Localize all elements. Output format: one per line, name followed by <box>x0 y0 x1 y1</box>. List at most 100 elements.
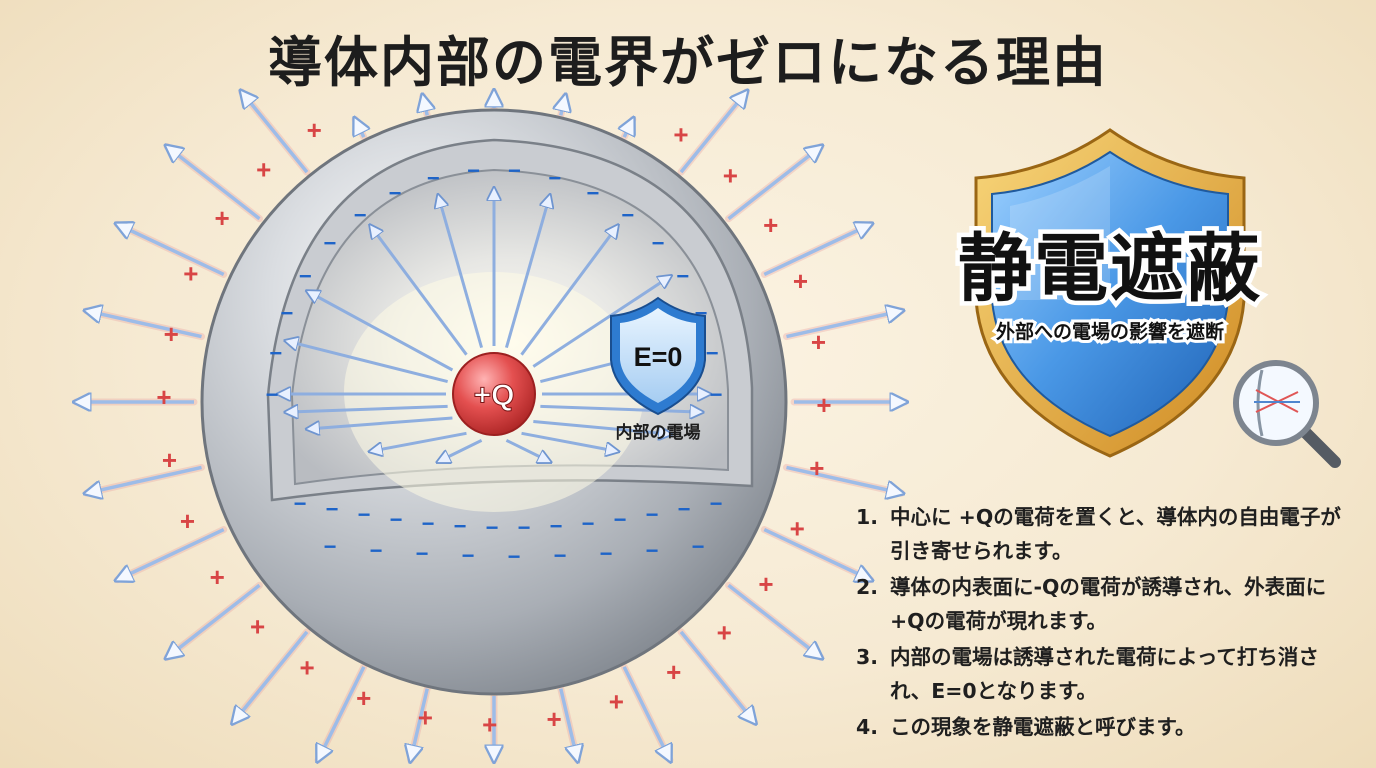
negative-charge-sign: − <box>614 507 627 532</box>
internal-field-arrow <box>533 420 670 435</box>
internal-field-arrow <box>438 196 484 349</box>
step-text: 導体の内表面に-Qの電荷が誘導され、外表面に+Qの電荷が現れます。 <box>890 575 1327 633</box>
positive-charge-sign: + <box>156 382 171 412</box>
external-field-arrow <box>423 96 427 116</box>
positive-charge-sign: + <box>673 119 688 149</box>
external-field-arrow <box>679 92 746 174</box>
negative-charge-sign: − <box>710 382 723 407</box>
negative-charge-sign: − <box>370 538 383 563</box>
internal-field-arrow <box>308 416 453 429</box>
negative-charge-sign: − <box>324 230 337 255</box>
negative-charge-sign: − <box>416 541 429 566</box>
external-field-arrow <box>786 311 901 339</box>
inner-surface-charges: −−−−−−−−−−−−−−−−−−−−−−−−−−−−−−−−−−−−−−−−… <box>266 158 723 569</box>
positive-charge-sign: + <box>180 506 195 536</box>
internal-field-arrow <box>286 406 448 412</box>
inner-shield-badge: E=0 内部の電場 <box>610 296 706 443</box>
positive-charge-sign: + <box>418 702 433 732</box>
internal-field-arrow <box>504 196 549 349</box>
central-charge-label: +Q <box>474 379 515 412</box>
negative-charge-sign: − <box>548 166 561 191</box>
step-text: 内部の電場は誘導された電荷によって打ち消され、E=0となります。 <box>890 645 1319 703</box>
internal-field-arrow <box>520 226 618 356</box>
positive-charge-sign: + <box>723 160 738 190</box>
negative-charge-sign: − <box>508 158 521 183</box>
negative-charge-sign: − <box>678 497 691 522</box>
negative-charge-sign: − <box>390 507 403 532</box>
external-field-arrow <box>242 92 309 174</box>
negative-charge-sign: − <box>266 382 279 407</box>
external-field-arrow <box>117 224 225 277</box>
external-field-arrow <box>622 666 670 760</box>
explanation-steps: 1.中心に +Qの電荷を置くと、導体内の自由電子が引き寄せられます。 2.導体の… <box>856 500 1356 746</box>
negative-charge-sign: − <box>587 181 600 206</box>
positive-charge-sign: + <box>162 445 177 475</box>
outer-surface-charges: +++++++++++++++++++++++++++ <box>156 115 831 740</box>
positive-charge-sign: + <box>609 686 624 716</box>
negative-charge-sign: − <box>467 158 480 183</box>
negative-charge-sign: − <box>294 491 307 516</box>
central-charge <box>452 352 536 436</box>
external-field-arrow <box>86 465 202 493</box>
internal-field-arrow <box>521 431 618 451</box>
static-shield-emblem: 静電遮蔽 外部への電場の影響を遮断 <box>954 128 1265 458</box>
positive-charge-sign: + <box>763 210 778 240</box>
positive-charge-sign: + <box>547 704 562 734</box>
negative-charge-sign: − <box>324 534 337 559</box>
external-field-arrow <box>763 527 870 580</box>
external-field-arrow <box>318 666 366 760</box>
internal-field-arrow <box>505 439 549 461</box>
magnifier-icon <box>1233 360 1341 468</box>
negative-charge-sign: − <box>518 515 531 540</box>
negative-charge-sign: − <box>710 491 723 516</box>
external-field-arrow <box>86 311 202 339</box>
external-field-arrow <box>233 630 309 722</box>
external-field-arrow <box>411 688 429 760</box>
shielding-title: 静電遮蔽 <box>958 226 1262 312</box>
step-item: 2.導体の内表面に-Qの電荷が誘導され、外表面に+Qの電荷が現れます。 <box>856 575 1327 633</box>
negative-charge-sign: − <box>281 301 294 326</box>
positive-charge-sign: + <box>164 319 179 349</box>
negative-charge-sign: − <box>269 341 282 366</box>
external-field-arrow <box>763 224 870 277</box>
positive-charge-sign: + <box>256 154 271 184</box>
internal-field-arrow <box>371 431 467 451</box>
external-field-arrow <box>117 527 225 580</box>
negative-charge-sign: − <box>652 230 665 255</box>
negative-charge-sign: − <box>646 538 659 563</box>
negative-charge-sign: − <box>692 534 705 559</box>
external-field-arrow <box>679 630 755 722</box>
internal-field-arrow <box>532 276 670 368</box>
external-field-arrow <box>167 583 261 657</box>
external-field-arrow <box>561 96 565 116</box>
external-field-arrows <box>76 92 905 760</box>
inner-field-value: E=0 <box>634 342 683 372</box>
step-text: この現象を静電遮蔽と呼びます。 <box>890 715 1196 739</box>
positive-charge-sign: + <box>183 258 198 288</box>
positive-charge-sign: + <box>811 327 826 357</box>
positive-charge-sign: + <box>816 390 831 420</box>
negative-charge-sign: − <box>646 502 659 527</box>
negative-charge-sign: − <box>427 166 440 191</box>
negative-charge-sign: − <box>389 181 402 206</box>
positive-charge-sign: + <box>758 569 773 599</box>
negative-charge-sign: − <box>486 515 499 540</box>
inner-field-caption: 内部の電場 <box>616 422 701 443</box>
negative-charge-sign: − <box>550 513 563 538</box>
negative-charge-sign: − <box>554 543 567 568</box>
external-field-arrow <box>727 147 821 221</box>
external-field-arrow <box>786 465 901 493</box>
positive-charge-sign: + <box>356 683 371 713</box>
step-item: 3.内部の電場は誘導された電荷によって打ち消され、E=0となります。 <box>856 645 1319 703</box>
positive-charge-sign: + <box>717 618 732 648</box>
positive-charge-sign: + <box>299 653 314 683</box>
internal-field-arrow <box>371 226 468 356</box>
positive-charge-sign: + <box>210 562 225 592</box>
step-item: 4.この現象を静電遮蔽と呼びます。 <box>856 715 1196 739</box>
page-title: 導体内部の電界がゼロになる理由 <box>268 31 1108 94</box>
shielding-subtitle: 外部への電場の影響を遮断 <box>996 320 1224 343</box>
positive-charge-sign: + <box>793 266 808 296</box>
positive-charge-sign: + <box>250 612 265 642</box>
external-field-arrow <box>355 119 364 138</box>
